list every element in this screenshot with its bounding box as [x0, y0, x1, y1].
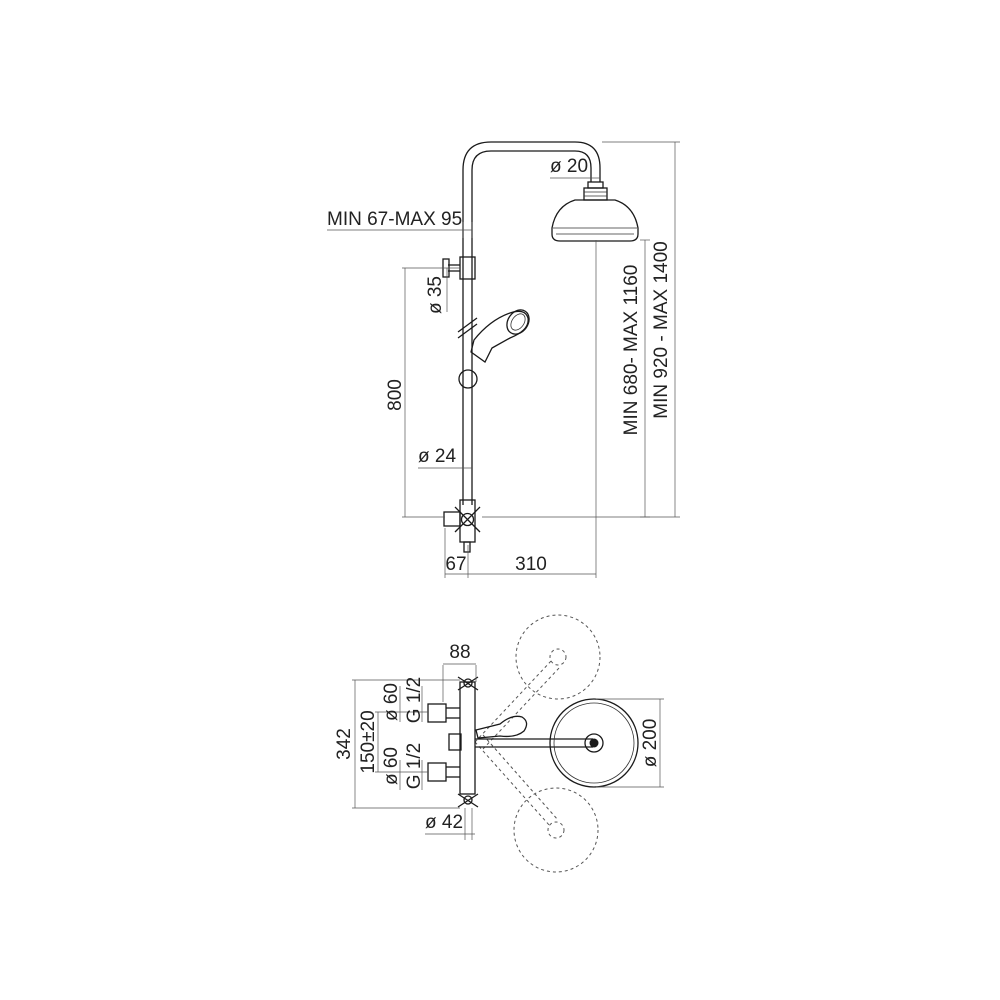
head-connector-nut	[587, 181, 604, 189]
mixer-outlet	[463, 541, 471, 553]
dim-bracket-d35: ø 35	[425, 276, 446, 314]
break-mark-1	[457, 317, 478, 333]
inlet-top	[427, 703, 447, 723]
centre-connector	[448, 733, 462, 751]
shower-head-dome	[551, 199, 639, 242]
mixer-wall-connector	[443, 511, 461, 527]
top-view: 88 342 150±20 ø 60 G 1/2 ø 60 G 1/2 ø 42…	[334, 614, 664, 873]
dim-depth-88: 88	[449, 642, 470, 663]
rotation-circle-top	[515, 614, 601, 700]
cross-handle-top	[457, 676, 479, 691]
hand-shower-top-view	[475, 715, 528, 739]
head-connector-ball	[583, 187, 608, 201]
dim-total-height: MIN 920 - MAX 1400	[651, 241, 672, 418]
dim-height-342: 342	[334, 728, 355, 760]
shower-head-hub	[584, 733, 604, 753]
shower-arm-inner	[471, 150, 592, 182]
dim-g-half-top: G 1/2	[404, 677, 425, 723]
shower-head-disc-inner	[553, 702, 635, 784]
shower-arm-outer	[462, 141, 601, 182]
slider-knob	[458, 369, 478, 389]
hand-shower-head	[506, 309, 530, 335]
dim-d60-top: ø 60	[381, 683, 402, 721]
dim-d60-bottom: ø 60	[381, 747, 402, 785]
wall-bracket-top-clamp	[459, 256, 476, 280]
cross-handle-front	[454, 506, 481, 533]
dim-offset-67: 67	[445, 554, 466, 575]
dim-pipe-d20: ø 20	[550, 156, 588, 177]
dim-arm-310: 310	[515, 554, 547, 575]
dim-d42: ø 42	[425, 812, 463, 833]
dim-rod-min-max: MIN 67-MAX 95	[327, 209, 462, 230]
inlet-bottom	[427, 762, 447, 782]
dim-rod-d24: ø 24	[418, 446, 456, 467]
hand-shower	[470, 310, 529, 363]
cross-handle-bottom	[457, 793, 479, 808]
break-mark-2	[457, 323, 478, 339]
dim-height-800: 800	[385, 379, 406, 411]
dim-head-height: MIN 680- MAX 1160	[621, 265, 642, 436]
mixer-body-top-view	[459, 681, 476, 795]
front-view: MIN 67-MAX 95 ø 20 800 ø 35 ø 24 67 310 …	[327, 141, 680, 578]
dim-g-half-bottom: G 1/2	[404, 743, 425, 789]
dim-head-d200: ø 200	[640, 719, 661, 768]
shower-head-disc-outer	[549, 698, 639, 788]
rotation-circle-bottom	[513, 787, 599, 873]
dim-spacing-150: 150±20	[358, 710, 379, 773]
